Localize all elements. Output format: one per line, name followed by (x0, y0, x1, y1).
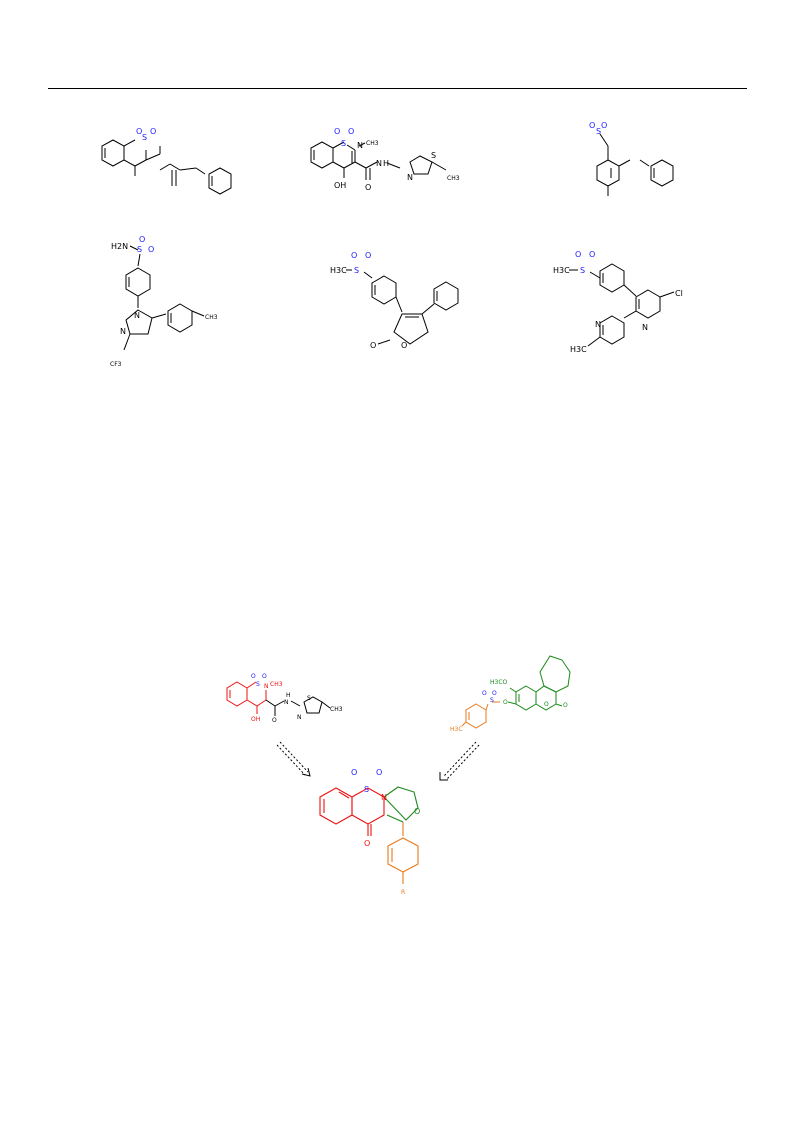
product-label-O1: O (351, 768, 357, 777)
scheme-left-precursor (226, 681, 331, 716)
structure-6 (569, 263, 675, 347)
lp-label-NH-N: N (284, 699, 289, 706)
s6-label-H3C: H3C (553, 266, 570, 275)
structure-1 (101, 139, 232, 195)
s5-label-S: S (354, 266, 359, 275)
structure-5-labels: H3C S O O O O (330, 251, 407, 350)
lp-label-NH-H: H (286, 692, 291, 699)
s6-label-H3C-b: H3C (570, 345, 587, 354)
lp-label-S: S (256, 681, 260, 688)
scheme-left-precursor-labels: S O O N CH3 OH O N H S N CH3 (251, 673, 343, 724)
scheme-product (319, 786, 419, 884)
rp-label-H3CO: H3CO (490, 679, 508, 686)
lp-label-CH3: CH3 (270, 681, 283, 688)
structure-6-labels: H3C S O O Cl N N H3C (553, 250, 683, 354)
rp-label-O2: O (492, 690, 497, 697)
s4-label-H2N: H2N (111, 242, 128, 251)
product-label-R: R (401, 889, 405, 896)
scheme-right-precursor-labels: H3CO S O O O O O H3C (450, 679, 568, 733)
structure-2-labels: S O O N CH3 N H S N CH3 OH O (334, 127, 460, 192)
product-label-N: N (381, 793, 387, 802)
structure-4 (123, 245, 205, 351)
s3-label-O2: O (601, 121, 607, 130)
structure-1-labels: S O O (136, 127, 156, 142)
s4-label-S: S (137, 245, 142, 254)
s4-label-O2: O (148, 245, 154, 254)
s5-label-H3C: H3C (330, 266, 347, 275)
rp-label-H3C: H3C (450, 726, 463, 733)
rp-label-O1: O (482, 690, 487, 697)
lp-label-OH: OH (251, 716, 260, 723)
s6-label-N1: N (642, 323, 648, 332)
scheme-right-precursor (461, 655, 571, 729)
s3-label-O1: O (589, 121, 595, 130)
rp-label-S: S (490, 697, 494, 704)
s4-label-O1: O (139, 235, 145, 244)
s2-label-thiazole-S: S (431, 151, 436, 160)
s4-label-CF3: CF3 (110, 361, 122, 368)
product-label-O2: O (376, 768, 382, 777)
s1-label-O1: O (136, 127, 142, 136)
retro-arrow-right (439, 741, 480, 781)
rp-label-carbonyl-O: O (563, 702, 568, 709)
s6-label-O1: O (575, 250, 581, 259)
s2-label-S: S (341, 139, 346, 148)
s5-label-O1: O (351, 251, 357, 260)
lp-label-thiazole-N: N (297, 714, 302, 721)
header-rule (48, 88, 747, 89)
s5-label-carbonyl-O: O (370, 341, 376, 350)
structure-5 (346, 269, 459, 345)
s2-label-O1: O (334, 127, 340, 136)
s2-label-O: O (365, 183, 371, 192)
lp-label-N: N (264, 683, 269, 690)
s6-label-Cl: Cl (675, 289, 683, 298)
s5-label-ring-O: O (401, 341, 407, 350)
s2-label-OH: OH (334, 181, 346, 190)
rp-label-ring-O: O (544, 701, 549, 708)
s2-label-N: N (357, 141, 363, 150)
s3-label-S: S (596, 127, 601, 136)
s4-label-N1: N (134, 311, 140, 320)
lp-label-O: O (272, 717, 277, 724)
s2-label-NH-H: H (383, 159, 389, 168)
s2-label-thiazole-N: N (407, 173, 413, 182)
s2-label-CH3: CH3 (366, 140, 379, 147)
retro-arrow-left (276, 741, 311, 777)
s4-label-N2: N (120, 327, 126, 336)
s2-label-CH3-b: CH3 (447, 175, 460, 182)
product-label-carbonyl-O: O (364, 839, 370, 848)
s2-label-NH-N: N (376, 159, 382, 168)
s1-label-S: S (142, 133, 147, 142)
s6-label-S: S (580, 266, 585, 275)
s6-label-O2: O (589, 250, 595, 259)
scheme-product-labels: S O O N O O R (351, 768, 420, 896)
product-label-ring-O: O (414, 807, 420, 816)
s1-label-O2: O (150, 127, 156, 136)
structure-3-labels: S O O (589, 121, 607, 136)
lp-label-O1: O (251, 673, 256, 680)
s4-label-CH3: CH3 (205, 314, 218, 321)
structure-4-labels: H2N S O O N N CH3 CF3 (110, 235, 218, 368)
lp-label-O2: O (262, 673, 267, 680)
structure-3 (596, 133, 674, 196)
s2-label-O2: O (348, 127, 354, 136)
lp-label-thiazole-S: S (307, 695, 311, 702)
lp-label-CH3-b: CH3 (330, 706, 343, 713)
s6-label-N2: N (595, 320, 601, 329)
s5-label-O2: O (365, 251, 371, 260)
product-label-S: S (364, 785, 369, 794)
structure-2 (310, 141, 447, 180)
rp-label-ester-O: O (503, 699, 508, 706)
